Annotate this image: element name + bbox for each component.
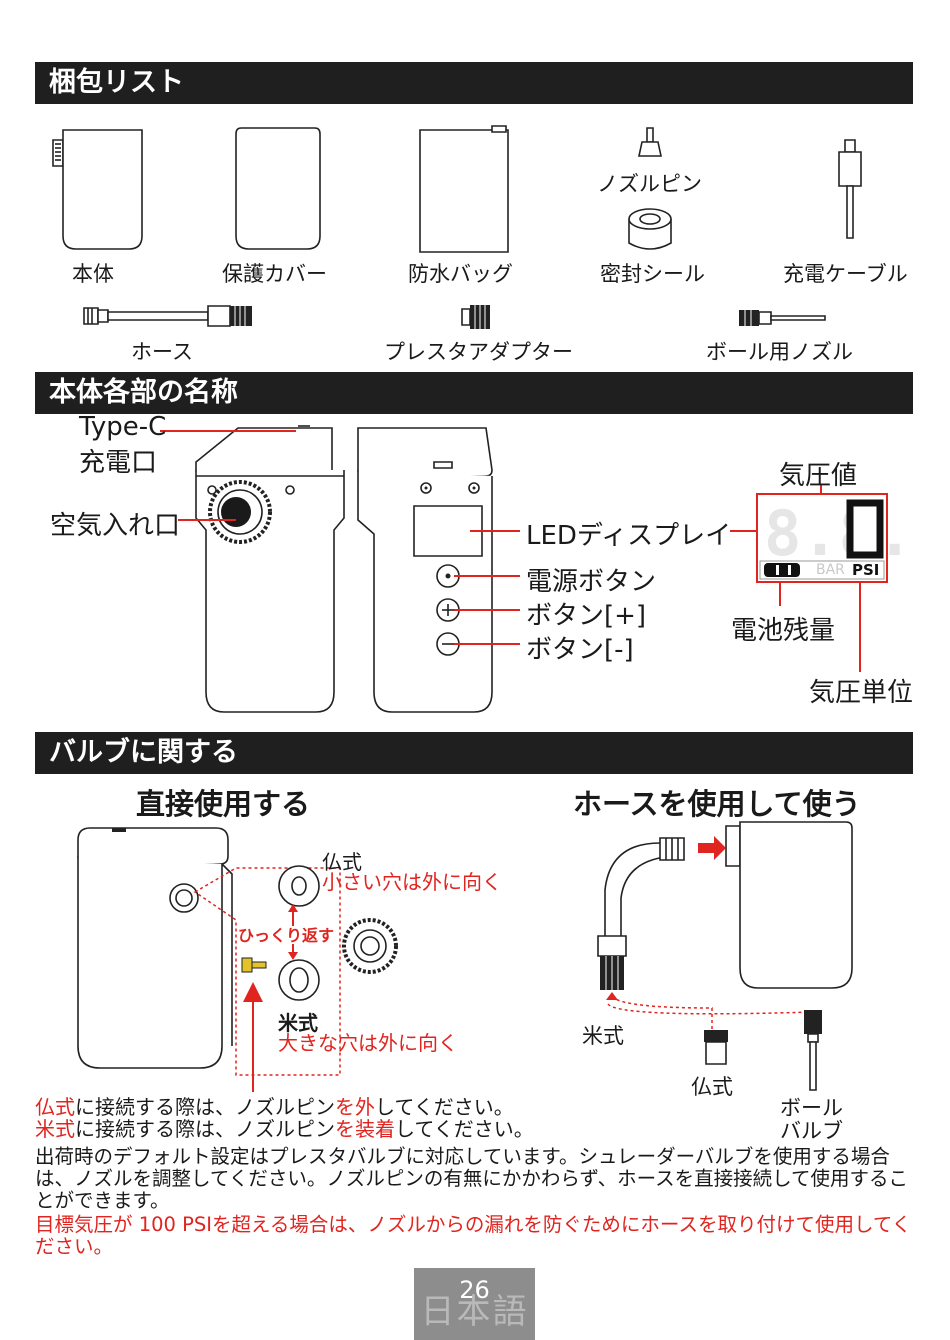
ball-valve-label-1: ボール [780, 1096, 843, 1120]
american-instruction: 米式に接続する際は、ノズルピンを装着してください。 [35, 1118, 915, 1140]
ball-valve-label-2: バルブ [780, 1119, 843, 1143]
american-text-2: してください。 [395, 1117, 534, 1141]
cable-illustration [832, 138, 872, 242]
cover-illustration [233, 126, 323, 252]
direct-american-label: 米式 [278, 1011, 318, 1035]
label-pressure-value: 気圧値 [779, 461, 858, 491]
section-header-parts: 本体各部の名称 [35, 372, 913, 414]
section-header-packing: 梱包リスト [35, 62, 913, 104]
packing-label-nozzle-pin: ノズルピン [597, 172, 702, 196]
french-word: 仏式 [35, 1095, 75, 1119]
unit-bar-text: BAR [816, 562, 845, 578]
label-battery-level: 電池残量 [731, 616, 836, 646]
packing-label-bag: 防水バッグ [408, 262, 513, 286]
led-display-illustration: 8.8. [756, 493, 913, 585]
american-word: 米式 [35, 1117, 75, 1141]
hose-use-title: ホースを使用して使う [573, 787, 861, 821]
label-minus-button: ボタン[-] [526, 635, 634, 665]
french-text-1: に接続する際は、ノズルピン [75, 1095, 335, 1119]
device-front-view [356, 426, 506, 716]
svg-text:8.8.: 8.8. [764, 497, 913, 570]
american-text-1: に接続する際は、ノズルピン [75, 1117, 335, 1141]
direct-use-device [76, 826, 236, 1072]
hose-french-label: 仏式 [691, 1075, 733, 1099]
direct-french-note: 小さい穴は外に向く [322, 870, 502, 894]
footer-language: 日本語 [420, 1292, 529, 1332]
default-setting-paragraph: 出荷時のデフォルト設定はプレスタバルブに対応しています。シュレーダーバルブを使用… [35, 1145, 909, 1212]
presta-adapter-illustration [460, 305, 490, 329]
label-typec-1: Type-C [79, 412, 167, 442]
packing-label-ball-nozzle: ボール用ノズル [706, 340, 853, 364]
packing-label-presta-adapter: プレスタアダプター [384, 340, 573, 364]
section-header-valve: バルブに関する [35, 732, 913, 774]
label-plus-button: ボタン[+] [526, 601, 647, 631]
label-power-button: 電源ボタン [526, 567, 657, 597]
nozzle-pin-illustration [636, 126, 666, 164]
french-remove: を外 [335, 1095, 375, 1119]
page-number: 26 [459, 1276, 490, 1304]
packing-label-body: 本体 [72, 262, 114, 286]
device-side-view [194, 426, 344, 716]
ball-nozzle-illustration [739, 310, 829, 326]
hose-illustration [82, 302, 252, 332]
direct-use-title: 直接使用する [136, 787, 311, 821]
label-led-display: LEDディスプレイ [526, 521, 732, 551]
french-text-2: してください。 [375, 1095, 514, 1119]
hose-american-label: 米式 [582, 1024, 624, 1048]
american-attach: を装着 [335, 1117, 395, 1141]
direct-american-note: 大きな穴は外に向く [278, 1031, 458, 1055]
packing-label-cover: 保護カバー [222, 262, 327, 286]
seal-illustration [625, 205, 675, 257]
french-instruction: 仏式に接続する際は、ノズルピンを外してください。 [35, 1096, 915, 1118]
packing-label-cable: 充電ケーブル [783, 262, 908, 286]
packing-label-hose: ホース [131, 340, 193, 364]
label-typec-2: 充電口 [79, 448, 158, 478]
label-pressure-unit: 気圧単位 [809, 678, 914, 708]
packing-label-seal: 密封シール [600, 262, 705, 286]
main-unit-illustration [50, 126, 145, 252]
direct-french-label: 仏式 [322, 850, 362, 874]
label-air-inlet: 空気入れ口 [50, 511, 181, 541]
flip-label: ひっくり返す [238, 926, 335, 945]
unit-psi-text: PSI [852, 561, 880, 579]
bag-illustration [418, 126, 510, 254]
page-footer: 日本語 26 [414, 1268, 535, 1340]
pressure-warning-paragraph: 目標気圧が 100 PSIを超える場合は、ノズルからの漏れを防ぐためにホースを取… [35, 1213, 912, 1258]
